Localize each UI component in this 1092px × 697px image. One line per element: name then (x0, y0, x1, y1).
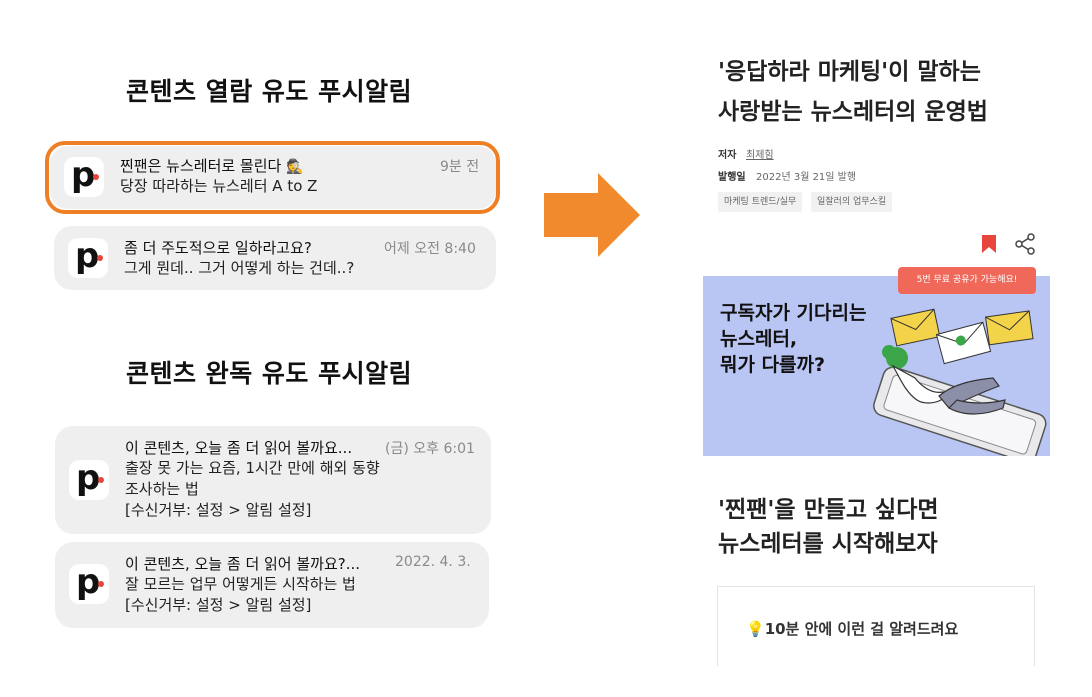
push-notification-2[interactable]: p 좀 더 주도적으로 일하라고요? 어제 오전 8:40 그게 뭔데.. 그거… (54, 226, 496, 290)
notification-time: 2022. 4. 3. (395, 554, 471, 570)
author-label: 저자 (718, 150, 737, 161)
tag-marketing[interactable]: 마케팅 트렌드/실무 (718, 192, 803, 212)
lightbulb-icon: 💡 (746, 620, 765, 638)
publish-date: 2022년 3월 21일 발행 (756, 172, 857, 183)
notification-title: 찐팬은 뉴스레터로 몰린다 🕵️ (120, 157, 304, 175)
notification-body: 그게 뭔데.. 그거 어떻게 하는 건데..? (124, 259, 355, 277)
article-title-line-1: '응답하라 마케팅'이 말하는 (718, 59, 981, 85)
banner-line-1: 구독자가 기다리는 (720, 302, 867, 324)
app-logo-icon: p (68, 236, 108, 278)
push-notification-3[interactable]: p 이 콘텐츠, 오늘 좀 더 읽어 볼까요... (금) 오후 6:01 출장… (55, 426, 491, 534)
highlight-frame (45, 141, 500, 214)
summary-box: 💡10분 안에 이런 걸 알려드려요 (717, 586, 1035, 666)
author-link[interactable]: 최제힘 (746, 150, 774, 161)
notification-title: 이 콘텐츠, 오늘 좀 더 읽어 볼까요?... (125, 555, 361, 573)
notification-time: 9분 전 (440, 159, 480, 175)
heading-open-push: 콘텐츠 열람 유도 푸시알림 (126, 77, 413, 106)
date-label: 발행일 (718, 172, 746, 183)
notification-unsubscribe: [수신거부: 설정 > 알림 설정] (125, 596, 312, 614)
notification-body-line: 조사하는 법 (125, 480, 199, 498)
article-banner-image: 구독자가 기다리는 뉴스레터, 뭐가 다를까? (703, 276, 1050, 456)
notification-body-line: 출장 못 가는 요즘, 1시간 만에 해외 동향 (125, 459, 380, 477)
heading-complete-push: 콘텐츠 완독 유도 푸시알림 (126, 359, 413, 388)
push-notification-1[interactable]: p 찐팬은 뉴스레터로 몰린다 🕵️ 9분 전 당장 따라하는 뉴스레터 A t… (50, 146, 496, 209)
app-logo-icon: p (69, 562, 109, 604)
notification-body: 당장 따라하는 뉴스레터 A to Z (120, 177, 318, 195)
share-icon[interactable] (1013, 232, 1037, 256)
notification-title: 좀 더 주도적으로 일하라고요? (124, 239, 312, 257)
bookmark-icon[interactable] (980, 234, 998, 254)
newsletter-illustration-icon (873, 308, 1047, 456)
tag-work-skill[interactable]: 일잘러의 업무스킬 (811, 192, 893, 212)
banner-line-3: 뭐가 다를까? (720, 354, 826, 376)
right-arrow-icon (544, 173, 640, 257)
banner-line-2: 뉴스레터, (720, 328, 798, 350)
notification-title: 이 콘텐츠, 오늘 좀 더 읽어 볼까요... (125, 439, 353, 457)
notification-time: (금) 오후 6:01 (385, 441, 475, 457)
summary-box-title: 10분 안에 이런 걸 알려드려요 (764, 620, 959, 638)
app-logo-icon: p (69, 458, 109, 500)
app-logo-icon: p (64, 155, 104, 197)
push-notification-4[interactable]: p 이 콘텐츠, 오늘 좀 더 읽어 볼까요?... 2022. 4. 3. 잘… (55, 542, 489, 628)
notification-body-line: 잘 모르는 업무 어떻게든 시작하는 법 (125, 575, 356, 593)
notification-time: 어제 오전 8:40 (384, 241, 476, 257)
section-title-line-2: 뉴스레터를 시작해보자 (718, 531, 938, 557)
section-title-line-1: '찐팬'을 만들고 싶다면 (718, 497, 939, 523)
detective-emoji-icon: 🕵️ (286, 159, 304, 175)
share-tooltip: 5번 무료 공유가 가능해요! (898, 267, 1036, 294)
notification-unsubscribe: [수신거부: 설정 > 알림 설정] (125, 501, 312, 519)
article-title-line-2: 사랑받는 뉴스레터의 운영법 (718, 99, 988, 125)
